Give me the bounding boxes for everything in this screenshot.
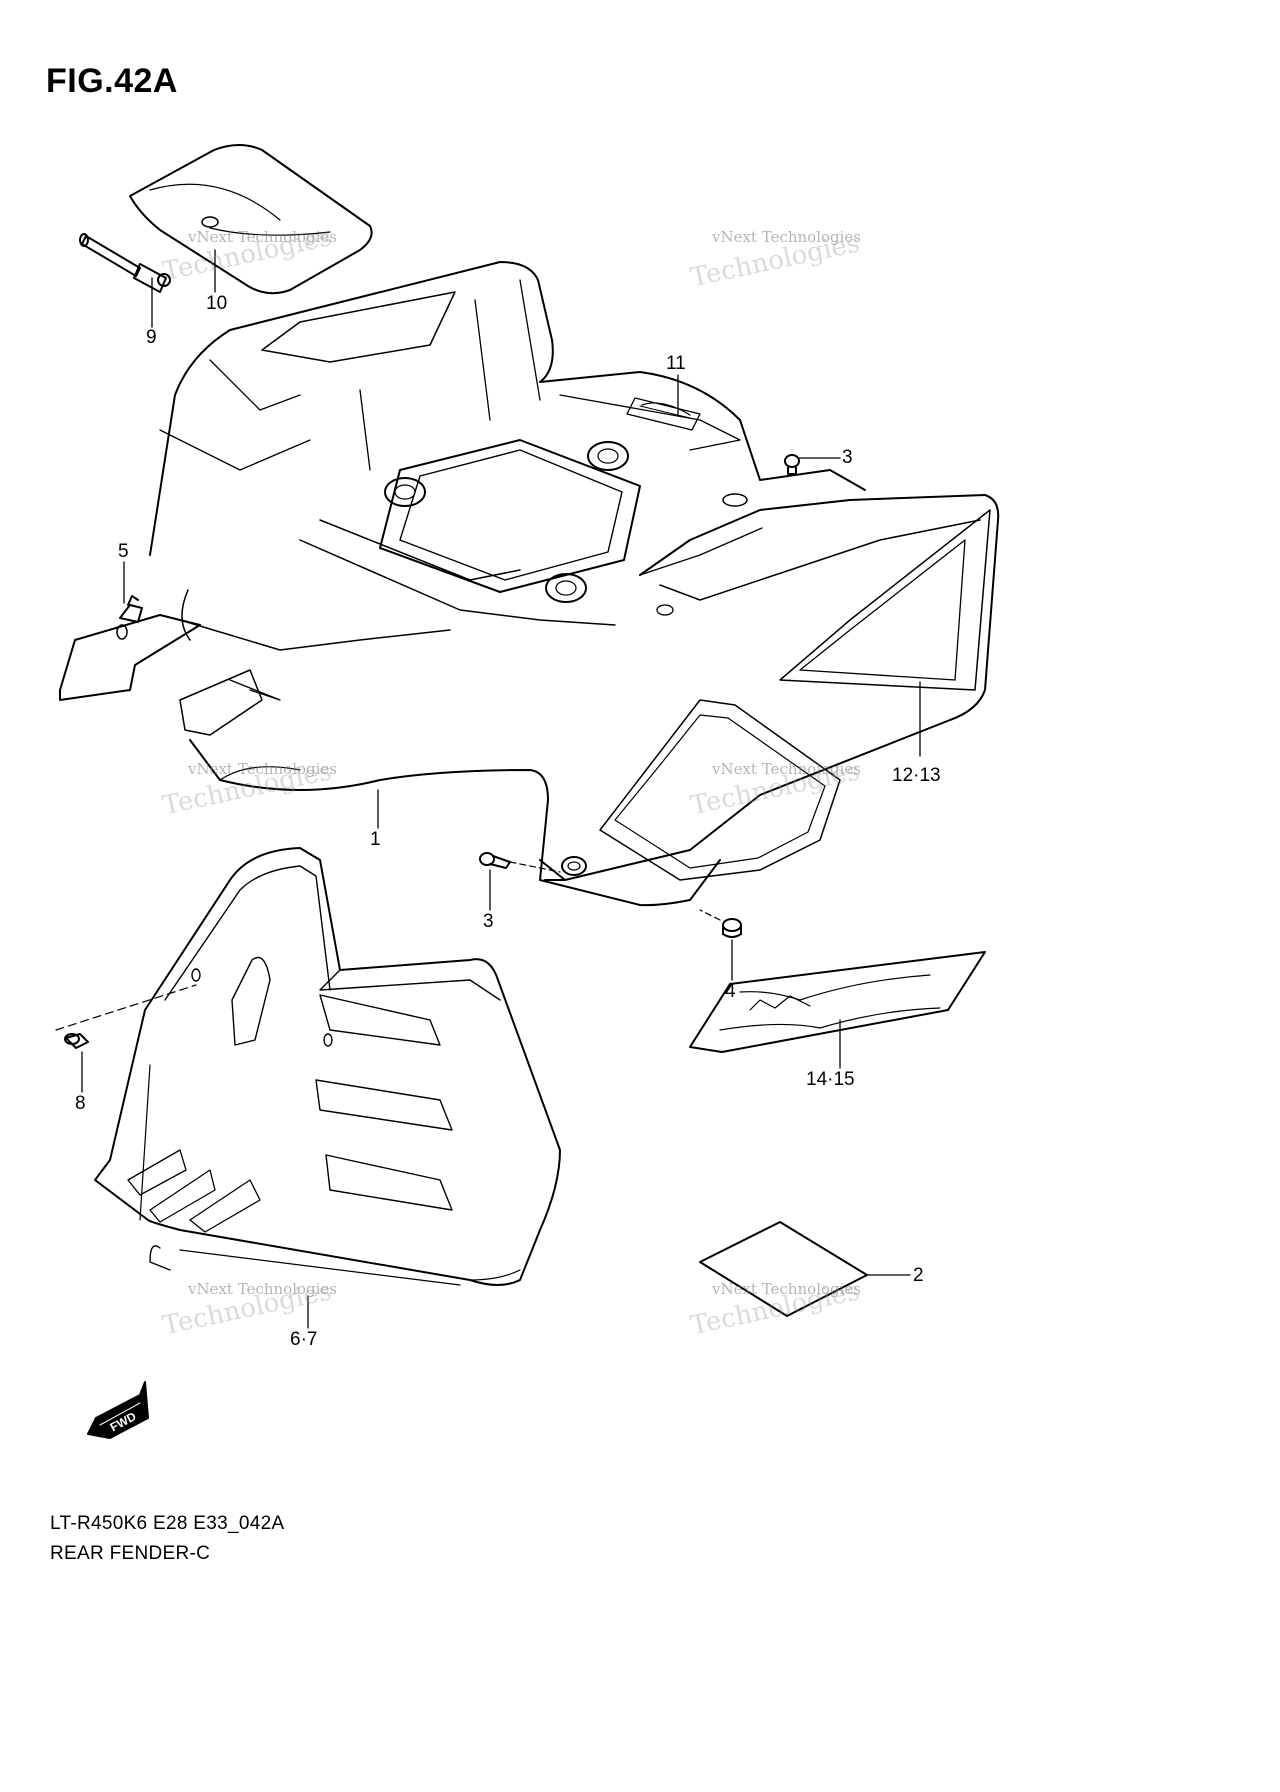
watermark: Technologies xyxy=(160,756,335,822)
callout-9: 9 xyxy=(146,327,157,348)
figure-name: REAR FENDER-C xyxy=(50,1543,211,1564)
watermark-company: vNext Technologies xyxy=(712,1280,862,1298)
watermark: Technologies xyxy=(688,756,863,822)
figure-code: LT-R450K6 E28 E33_042A xyxy=(50,1513,285,1534)
part-10-pad xyxy=(129,144,373,295)
callout-2: 2 xyxy=(913,1265,924,1286)
fwd-arrow-icon: FWD xyxy=(87,1381,149,1439)
watermark: Technologies xyxy=(688,1276,863,1342)
part-6-7-rear-guard xyxy=(94,847,561,1286)
callout-8: 8 xyxy=(75,1093,86,1114)
watermark-company: vNext Technologies xyxy=(188,760,338,778)
callout-1: 1 xyxy=(370,829,381,850)
watermark: vNext Technologies xyxy=(712,1280,861,1298)
part-1-rear-fender xyxy=(59,261,1000,907)
watermark-company: vNext Technologies xyxy=(712,228,862,246)
part-3-screw-lower xyxy=(479,852,561,873)
callout-4: 4 xyxy=(725,981,736,1002)
watermark: vNext Technologies xyxy=(712,760,861,778)
callout-3-upper: 3 xyxy=(842,447,853,468)
watermark: vNext Technologies xyxy=(188,228,337,246)
callout-5: 5 xyxy=(118,541,129,562)
part-14-15-decal xyxy=(689,951,986,1053)
figure-title: FIG.42A xyxy=(46,62,178,100)
watermark-company: vNext Technologies xyxy=(188,228,338,246)
callout-12-13: 12·13 xyxy=(892,765,941,786)
callout-11: 11 xyxy=(666,353,686,374)
watermark: vNext Technologies xyxy=(188,1280,337,1298)
part-9-pin xyxy=(79,233,171,293)
part-5-fastener xyxy=(119,595,143,623)
callout-6-7: 6·7 xyxy=(290,1329,318,1350)
callout-10: 10 xyxy=(206,293,228,314)
watermark: Technologies xyxy=(160,222,335,288)
watermark-company: vNext Technologies xyxy=(712,760,862,778)
part-8-screw xyxy=(55,984,197,1049)
callout-3-lower: 3 xyxy=(483,911,494,932)
watermark: Technologies xyxy=(160,1276,335,1342)
watermark: Technologies xyxy=(688,228,863,294)
watermark: vNext Technologies xyxy=(188,760,337,778)
leader-lines xyxy=(81,249,921,1329)
callout-14-15: 14·15 xyxy=(806,1069,855,1090)
part-3-screw-upper xyxy=(784,454,800,475)
watermark: vNext Technologies xyxy=(712,228,861,246)
part-4-nut xyxy=(699,909,742,938)
watermark-company: vNext Technologies xyxy=(188,1280,338,1298)
